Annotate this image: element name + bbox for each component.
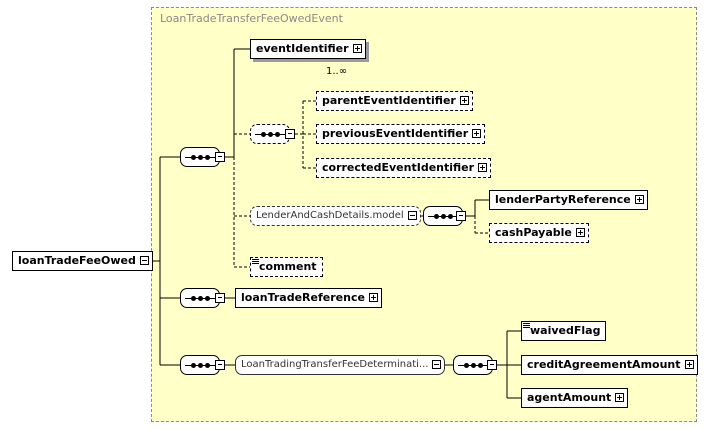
- documentation-icon: [252, 259, 259, 264]
- element-label: creditAgreementAmount: [527, 358, 681, 371]
- collapse-icon[interactable]: [215, 360, 225, 370]
- element-label: eventIdentifier: [256, 42, 349, 55]
- sequence-compositor-icon[interactable]: [180, 355, 220, 375]
- expand-icon[interactable]: [634, 195, 644, 204]
- collapse-icon[interactable]: [487, 360, 497, 370]
- element-agent-amount[interactable]: agentAmount: [521, 388, 629, 408]
- documentation-icon: [523, 323, 530, 328]
- element-previous-event-identifier[interactable]: previousEventIdentifier: [316, 124, 486, 144]
- element-label: agentAmount: [527, 391, 612, 404]
- expand-icon[interactable]: [478, 163, 488, 172]
- element-label: previousEventIdentifier: [322, 127, 469, 140]
- element-parent-event-identifier[interactable]: parentEventIdentifier: [316, 91, 473, 111]
- optional-sequence-compositor-icon[interactable]: [250, 124, 290, 144]
- collapse-icon[interactable]: [215, 152, 225, 162]
- expand-icon[interactable]: [472, 129, 482, 138]
- collapse-icon[interactable]: [285, 129, 295, 139]
- collapse-icon[interactable]: [407, 211, 417, 220]
- model-group-label: LenderAndCashDetails.model: [256, 210, 404, 221]
- expand-icon[interactable]: [684, 360, 694, 369]
- sequence-compositor-icon[interactable]: [180, 288, 220, 308]
- collapse-icon[interactable]: [215, 293, 225, 303]
- expand-icon[interactable]: [352, 44, 362, 53]
- root-element-loan-trade-fee-owed[interactable]: loanTradeFeeOwed: [12, 251, 153, 271]
- element-label: lenderPartyReference: [495, 193, 631, 206]
- collapse-icon[interactable]: [139, 256, 149, 265]
- collapse-icon[interactable]: [456, 211, 466, 221]
- model-group-lender-and-cash-details[interactable]: LenderAndCashDetails.model: [250, 206, 421, 226]
- element-label: cashPayable: [495, 226, 572, 239]
- element-comment[interactable]: comment: [250, 257, 323, 277]
- element-lender-party-reference[interactable]: lenderPartyReference: [489, 190, 648, 210]
- element-label: waivedFlag: [530, 324, 601, 337]
- element-credit-agreement-amount[interactable]: creditAgreementAmount: [521, 355, 698, 375]
- element-label: parentEventIdentifier: [322, 94, 456, 107]
- type-group-title: LoanTradeTransferFeeOwedEvent: [160, 12, 343, 25]
- collapse-icon[interactable]: [432, 360, 442, 369]
- element-corrected-event-identifier[interactable]: correctedEventIdentifier: [316, 158, 492, 178]
- element-waived-flag[interactable]: waivedFlag: [521, 321, 607, 341]
- expand-icon[interactable]: [575, 228, 585, 237]
- element-cash-payable[interactable]: cashPayable: [489, 223, 589, 243]
- element-label: loanTradeReference: [241, 291, 365, 304]
- cardinality-label: 1..∞: [326, 66, 348, 77]
- element-event-identifier[interactable]: eventIdentifier: [250, 39, 366, 59]
- model-group-fee-determination[interactable]: LoanTradingTransferFeeDeterminati...: [235, 355, 446, 375]
- model-group-label: LoanTradingTransferFeeDeterminati...: [241, 359, 429, 370]
- expand-icon[interactable]: [368, 293, 378, 302]
- element-loan-trade-reference[interactable]: loanTradeReference: [235, 288, 382, 308]
- expand-icon[interactable]: [459, 96, 469, 105]
- element-label: comment: [259, 260, 317, 273]
- expand-icon[interactable]: [615, 393, 625, 402]
- element-label: correctedEventIdentifier: [322, 161, 475, 174]
- sequence-compositor-icon[interactable]: [180, 147, 220, 167]
- root-element-label: loanTradeFeeOwed: [18, 254, 136, 267]
